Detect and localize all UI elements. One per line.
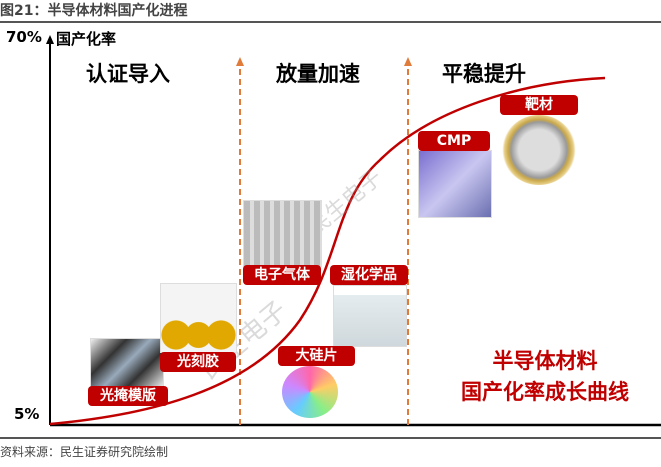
material-tag-cmp: CMP xyxy=(418,131,490,151)
divider-arrow-icon xyxy=(236,57,244,66)
y-axis-arrow-icon xyxy=(46,35,54,44)
stage-3: 平稳提升 xyxy=(442,62,526,86)
y-axis-label: 国产化率 xyxy=(56,30,117,48)
wet-chemicals-image xyxy=(333,285,407,347)
source-note: 资料来源：民生证券研究院绘制 xyxy=(0,445,169,459)
stage-1: 认证导入 xyxy=(86,62,170,86)
material-tag-silicon-wafer: 大硅片 xyxy=(278,346,355,366)
top-rule xyxy=(0,21,661,23)
material-tag-target: 靶材 xyxy=(500,95,578,115)
material-tag-photoresist: 光刻胶 xyxy=(160,352,236,372)
material-tag-photomask: 光掩模版 xyxy=(88,386,168,406)
photoresist-image xyxy=(160,283,237,353)
divider-arrow-icon xyxy=(404,57,412,66)
gas-cylinders-image xyxy=(243,200,322,267)
growth-curve xyxy=(49,76,606,426)
target-image xyxy=(502,115,576,185)
cmp-image xyxy=(418,150,492,218)
figure-title: 图21：半导体材料国产化进程 xyxy=(0,3,188,19)
stage-2: 放量加速 xyxy=(276,62,360,86)
material-tag-electronic-gas: 电子气体 xyxy=(243,265,321,285)
curve-label-line-2: 国产化率成长曲线 xyxy=(461,380,629,404)
curve-label-line-1: 半导体材料 xyxy=(492,349,598,373)
photomask-image xyxy=(90,338,164,388)
material-tag-wet-chemicals: 湿化学品 xyxy=(330,265,408,285)
y-max-label: 70% xyxy=(6,28,42,46)
wafer-image xyxy=(282,366,338,418)
y-min-label: 5% xyxy=(14,405,40,423)
bottom-rule xyxy=(0,437,661,439)
